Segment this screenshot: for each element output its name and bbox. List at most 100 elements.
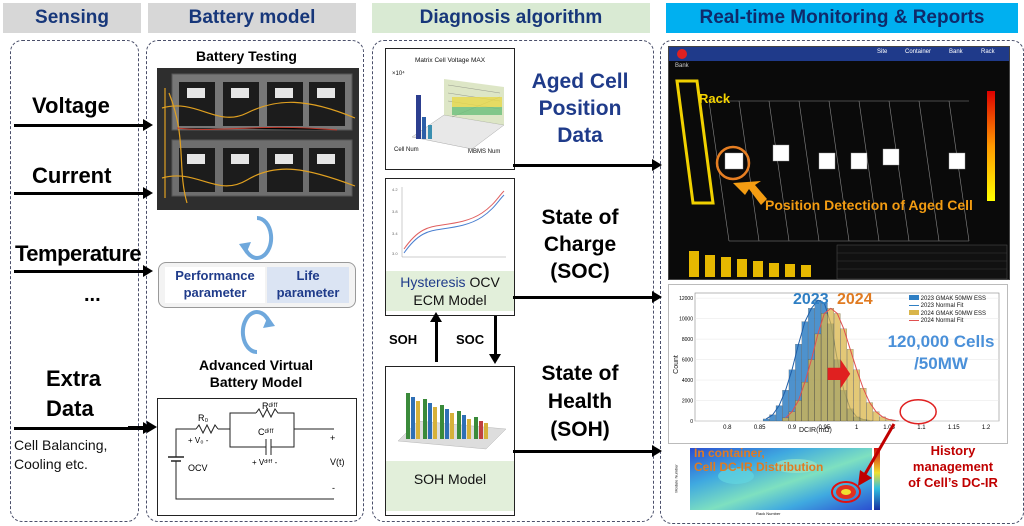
panel-diagnosis <box>372 40 654 522</box>
soc-line-3: (SOC) <box>550 260 610 283</box>
hist-fit-line <box>785 307 896 421</box>
brand-logo-icon <box>677 49 687 59</box>
arrow-soh-up-head <box>430 312 442 322</box>
svg-text:3.4: 3.4 <box>392 231 398 236</box>
sensing-note-2: Cooling etc. <box>14 456 88 472</box>
panel-sensing <box>10 40 139 522</box>
life-line-1: Life <box>296 268 320 283</box>
header-battery-model: Battery model <box>148 3 356 33</box>
matrix-ylabel: MBMS Num <box>468 149 501 155</box>
svg-text:4.2: 4.2 <box>392 187 398 192</box>
header-battery-model-label: Battery model <box>188 7 316 28</box>
label-minus: - <box>332 483 335 493</box>
legend-2024: 2024 GMAK 50MW ESS <box>920 311 987 317</box>
hist-year-2024: 2024 <box>837 291 873 308</box>
soh-arrow-label: SOH <box>389 332 418 347</box>
hist-bar <box>762 418 770 422</box>
battery-testing-photo <box>157 68 359 210</box>
soh-label: State of Health (SOH) <box>520 360 640 444</box>
aged-cell-label: Aged Cell Position Data <box>520 68 640 149</box>
legend-swatch-2023 <box>909 295 919 300</box>
hist-x-tick: 0.95 <box>819 425 831 431</box>
battery-rack-illustration <box>157 68 359 210</box>
arrow-into-model <box>128 421 157 433</box>
soh-line-2: Health <box>547 390 613 413</box>
heatmap-xlabel: Rack Number <box>756 511 781 516</box>
advanced-line-2: Battery Model <box>209 374 303 390</box>
history-line-1: History <box>930 443 976 458</box>
detection-label: Position Detection of Aged Cell <box>765 197 973 213</box>
legend-fit-2024: 2024 Normal Fit <box>920 318 964 324</box>
cycle-arrow-icon <box>239 215 274 260</box>
arrow-voltage <box>14 119 153 131</box>
header-monitoring-label: Real-time Monitoring & Reports <box>699 7 985 28</box>
ecm-model-box: 4.2 3.8 3.4 3.0 Hysteresis OCV ECM Model <box>385 178 515 316</box>
hist-y-tick: 2000 <box>682 399 693 405</box>
sensing-note-1: Cell Balancing, <box>14 437 108 453</box>
advanced-model-title: Advanced Virtual Battery Model <box>156 357 356 391</box>
hist-y-tick: 8000 <box>682 337 693 343</box>
rack-3d-view <box>675 79 1008 279</box>
svg-text:3.8: 3.8 <box>392 209 398 214</box>
ecm-hysteresis: Hysteresis <box>400 274 466 290</box>
heatmap-svg <box>690 448 880 510</box>
arrow-temperature <box>14 265 153 277</box>
soc-line-2: Charge <box>543 233 617 256</box>
legend-line-2024 <box>909 319 919 321</box>
nav-container[interactable]: Container <box>905 49 932 55</box>
soh-model-label: SOH Model <box>413 471 487 487</box>
sensing-voltage: Voltage <box>32 93 110 118</box>
nav-bank[interactable]: Bank <box>949 49 963 55</box>
nav-rack[interactable]: Rack <box>981 49 995 55</box>
arrow-aged-cell <box>513 159 662 171</box>
soh-line-1: State of <box>541 362 619 385</box>
header-sensing-label: Sensing <box>35 7 109 28</box>
nav-site[interactable]: Site <box>877 49 888 55</box>
legend-fit-2023: 2023 Normal Fit <box>920 303 964 309</box>
header-diagnosis-label: Diagnosis algorithm <box>419 7 603 28</box>
svg-text:3.0: 3.0 <box>392 251 398 256</box>
soc-label: State of Charge (SOC) <box>520 204 640 285</box>
heatmap-line-2: Cell DC-IR Distribution <box>694 460 824 474</box>
dashboard-screen: Site Container Bank Rack Bank Rack Posit… <box>668 46 1010 280</box>
performance-line-2: parameter <box>183 285 247 300</box>
equivalent-circuit-svg: R₀ + V₀ - Rᵈⁱᶠᶠ Cᵈⁱᶠᶠ + Vᵈⁱᶠᶠ - OCV + V(… <box>168 401 345 500</box>
heatmap-label: In container, Cell DC-IR Distribution <box>694 446 823 474</box>
arrow-soh-up <box>435 316 438 362</box>
matrix-exp: ×10⁴ <box>392 71 405 77</box>
hist-bar <box>847 349 854 422</box>
hist-x-tick: 0.8 <box>723 425 732 431</box>
label-r0: R₀ <box>198 413 208 423</box>
hist-bar <box>821 313 828 422</box>
arrow-soc <box>513 291 662 303</box>
hist-y-tick: 4000 <box>682 378 693 384</box>
hist-y-tick: 12000 <box>679 296 693 302</box>
sensing-current: Current <box>32 163 112 188</box>
life-line-2: parameter <box>276 285 340 300</box>
matrix-3d-plot <box>411 79 505 150</box>
soh-3d-bars <box>397 393 507 450</box>
hist-y-tick: 6000 <box>682 358 693 364</box>
dcir-heatmap: In container, Cell DC-IR Distribution Ra… <box>673 446 886 518</box>
matrix-title: Matrix Cell Voltage MAX <box>414 57 486 64</box>
hist-bar <box>814 333 822 422</box>
hist-x-tick: 1.15 <box>948 425 960 431</box>
history-arrow-icon <box>858 423 896 486</box>
header-sensing: Sensing <box>3 3 141 33</box>
label-vt: V(t) <box>330 457 345 467</box>
heatmap-ylabel: Module Number <box>673 464 679 493</box>
tail-highlight-ellipse <box>899 399 937 425</box>
circuit-diagram: R₀ + V₀ - Rᵈⁱᶠᶠ Cᵈⁱᶠᶠ + Vᵈⁱᶠᶠ - OCV + V(… <box>157 398 357 516</box>
ecm-ocv: OCV <box>465 274 500 290</box>
hist-y-tick: 0 <box>690 419 693 425</box>
shift-arrow-icon <box>827 359 851 389</box>
soc-arrow-label: SOC <box>456 332 485 347</box>
matrix-chart-box: Matrix Cell Voltage MAX ×10⁴ Cell Num MB… <box>385 48 515 170</box>
legend-2023: 2023 GMAK 50MW ESS <box>920 296 987 302</box>
soh-model-box: SOH Model <box>385 366 515 516</box>
ecm-line-2: ECM Model <box>413 292 487 308</box>
sensing-data: Data <box>46 396 94 421</box>
hist-xlabel: DCIR(mΩ) <box>799 427 832 434</box>
ecm-label-bg <box>386 271 514 311</box>
